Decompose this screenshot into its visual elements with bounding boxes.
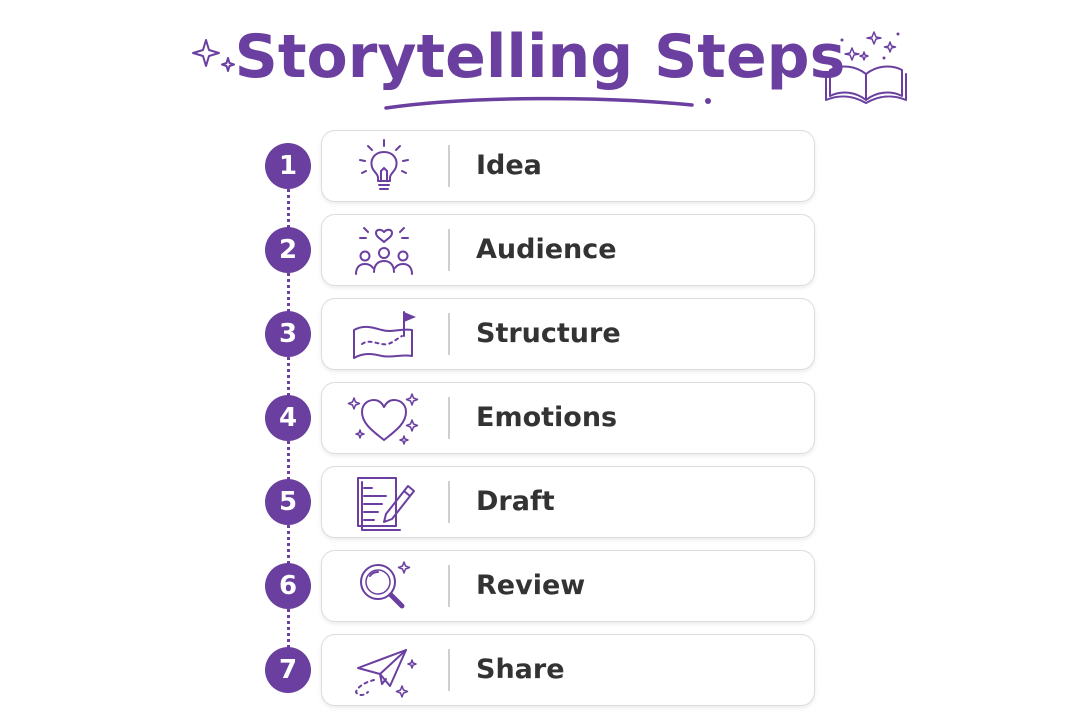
step-card: Draft: [321, 466, 815, 538]
map-flag-icon: [353, 311, 416, 359]
notepad-pencil-icon: [357, 477, 415, 531]
step-number-badge: 3: [265, 311, 311, 357]
step-7: 7 Share: [0, 634, 1080, 706]
step-label: Draft: [476, 486, 555, 517]
card-divider: [448, 229, 450, 271]
card-divider: [448, 481, 450, 523]
heart-icon: [347, 393, 419, 445]
step-2: 2 Audience: [0, 214, 1080, 286]
paper-plane-icon: [355, 649, 417, 698]
step-1: 1 Idea: [0, 130, 1080, 202]
step-label: Audience: [476, 234, 617, 265]
step-label: Idea: [476, 150, 542, 181]
title-underline: [384, 96, 711, 110]
step-label: Emotions: [476, 402, 618, 433]
step-card: Structure: [321, 298, 815, 370]
card-divider: [448, 145, 450, 187]
step-4: 4 Emotions: [0, 382, 1080, 454]
step-card: Review: [321, 550, 815, 622]
step-label: Share: [476, 654, 565, 685]
card-divider: [448, 649, 450, 691]
magnifier-icon: [360, 561, 411, 609]
step-6: 6 Review: [0, 550, 1080, 622]
step-label: Structure: [476, 318, 621, 349]
page-title: Storytelling Steps: [234, 22, 846, 92]
card-divider: [448, 565, 450, 607]
card-divider: [448, 397, 450, 439]
card-divider: [448, 313, 450, 355]
step-card: Emotions: [321, 382, 815, 454]
sparkle-icon: [192, 39, 235, 72]
step-label: Review: [476, 570, 586, 601]
lightbulb-icon: [359, 139, 409, 190]
step-number-badge: 5: [265, 479, 311, 525]
step-number-badge: 7: [265, 647, 311, 693]
step-card: Audience: [321, 214, 815, 286]
step-3: 3 Structure: [0, 298, 1080, 370]
step-card: Share: [321, 634, 815, 706]
step-number-badge: 4: [265, 395, 311, 441]
open-book-icon: [825, 31, 907, 104]
step-number-badge: 2: [265, 227, 311, 273]
step-number-badge: 1: [265, 143, 311, 189]
step-number-badge: 6: [265, 563, 311, 609]
step-card: Idea: [321, 130, 815, 202]
audience-icon: [355, 227, 413, 275]
step-5: 5 Draft: [0, 466, 1080, 538]
